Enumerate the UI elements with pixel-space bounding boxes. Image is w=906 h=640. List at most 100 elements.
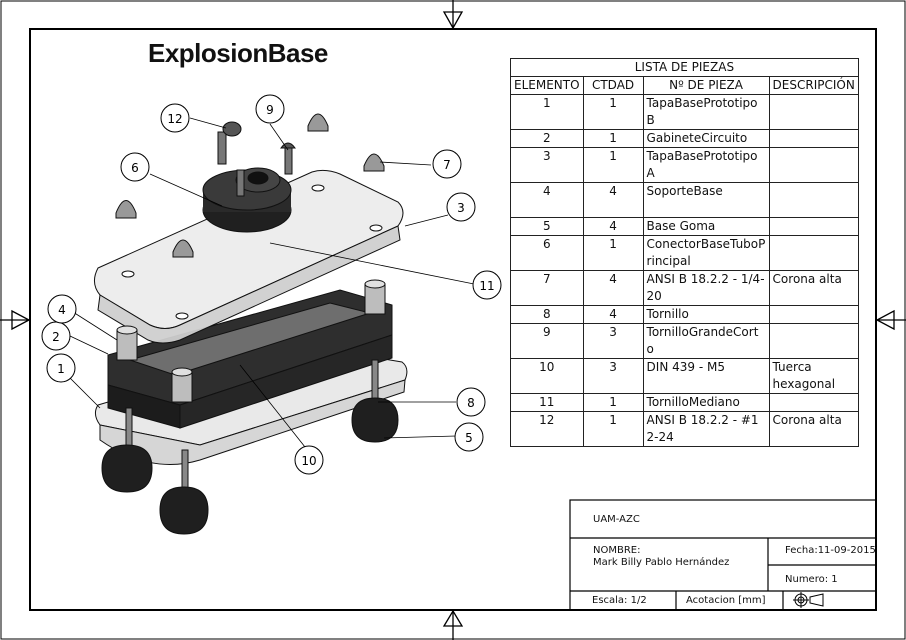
balloon-4-label: 4: [58, 303, 66, 317]
balloon-8-label: 8: [467, 396, 475, 410]
balloon-12-label: 12: [167, 112, 182, 126]
cell-qty: 4: [582, 305, 644, 324]
cell-part: ANSI B 18.2.2 - 1/4-20: [642, 270, 770, 306]
cell-part: TapaBasePrototipoB: [642, 94, 770, 130]
balloon-6: 6: [120, 152, 150, 182]
scale-field: Escala: 1/2: [592, 595, 647, 606]
cell-item: 4: [510, 182, 584, 218]
balloon-11-label: 11: [479, 279, 494, 293]
balloon-2-label: 2: [52, 330, 60, 344]
cell-qty: 3: [582, 358, 644, 394]
top-plate: [94, 169, 404, 344]
cell-desc: [768, 393, 859, 412]
balloon-2: 2: [41, 321, 71, 351]
cell-desc: [768, 323, 859, 359]
cell-qty: 1: [582, 94, 644, 130]
balloon-5-label: 5: [465, 431, 473, 445]
cell-qty: 1: [582, 147, 644, 183]
cell-desc: [768, 147, 859, 183]
cell-item: 5: [510, 217, 584, 236]
balloon-leaders: [69, 117, 475, 448]
cell-item: 8: [510, 305, 584, 324]
parts-list-header-row: ELEMENTO CTDAD Nº DE PIEZA DESCRIPCIÓN: [510, 76, 859, 95]
cell-part: DIN 439 - M5: [642, 358, 770, 394]
cell-qty: 4: [582, 270, 644, 306]
header-part-number: Nº DE PIEZA: [642, 76, 770, 95]
cell-qty: 4: [582, 182, 644, 218]
cell-item: 9: [510, 323, 584, 359]
cell-item: 2: [510, 129, 584, 148]
title-block-frame: [569, 499, 877, 611]
rubber-feet: [101, 397, 399, 535]
cell-part: ConectorBaseTuboPrincipal: [642, 235, 770, 271]
units-field: Acotacion [mm]: [686, 595, 766, 606]
cell-part: ANSI B 18.2.2 - #12-24: [642, 411, 770, 447]
balloon-12: 12: [160, 103, 190, 133]
cell-desc: Corona alta: [768, 411, 859, 447]
balloon-10: 10: [294, 445, 324, 475]
cell-item: 7: [510, 270, 584, 306]
cell-desc: [768, 235, 859, 271]
date-field: Fecha:11-09-2015: [785, 545, 876, 556]
balloon-5: 5: [454, 422, 484, 452]
institution: UAM-AZC: [593, 514, 640, 525]
cell-desc: [768, 217, 859, 236]
balloon-10-label: 10: [301, 454, 316, 468]
cell-part: Base Goma: [642, 217, 770, 236]
cell-part: SoporteBase: [642, 182, 770, 218]
item-balloons: 1 2 3 4 5 6 7 8 9 10 11 12: [41, 94, 502, 475]
header-item: ELEMENTO: [510, 76, 584, 95]
first-angle-projection-icon: [793, 592, 824, 608]
cell-part: Tornillo: [642, 305, 770, 324]
name-value: Mark Billy Pablo Hernández: [593, 557, 730, 568]
balloon-1-label: 1: [57, 362, 65, 376]
balloon-11: 11: [472, 270, 502, 300]
parts-list-caption: LISTA DE PIEZAS: [510, 58, 859, 76]
cell-desc: [768, 94, 859, 130]
header-qty: CTDAD: [582, 76, 644, 95]
exploded-assembly-illustration: [94, 113, 408, 535]
balloon-9: 9: [255, 94, 285, 124]
balloon-1: 1: [46, 353, 76, 383]
cell-qty: 1: [582, 129, 644, 148]
parts-list-table: LISTA DE PIEZAS ELEMENTO CTDAD Nº DE PIE…: [510, 58, 859, 447]
balloon-3: 3: [446, 192, 476, 222]
cell-desc: [768, 129, 859, 148]
cell-desc: Tuerca hexagonal: [768, 358, 859, 394]
cell-item: 1: [510, 94, 584, 130]
cell-qty: 1: [582, 411, 644, 447]
cell-qty: 1: [582, 235, 644, 271]
cell-part: TapaBasePrototipoA: [642, 147, 770, 183]
balloon-3-label: 3: [457, 201, 465, 215]
cell-item: 6: [510, 235, 584, 271]
header-description: DESCRIPCIÓN: [768, 76, 859, 95]
balloon-7: 7: [432, 149, 462, 179]
cell-item: 12: [510, 411, 584, 447]
cell-item: 10: [510, 358, 584, 394]
cell-desc: [768, 305, 859, 324]
balloon-8: 8: [456, 387, 486, 417]
cell-desc: Corona alta: [768, 270, 859, 306]
drawing-title: ExplosionBase: [148, 38, 328, 68]
cell-desc: [768, 182, 859, 218]
cell-part: GabineteCircuito: [642, 129, 770, 148]
drawing-number: Numero: 1: [785, 574, 838, 585]
cell-part: TornilloMediano: [642, 393, 770, 412]
balloon-6-label: 6: [131, 161, 139, 175]
cell-part: TornilloGrandeCorto: [642, 323, 770, 359]
cell-qty: 3: [582, 323, 644, 359]
